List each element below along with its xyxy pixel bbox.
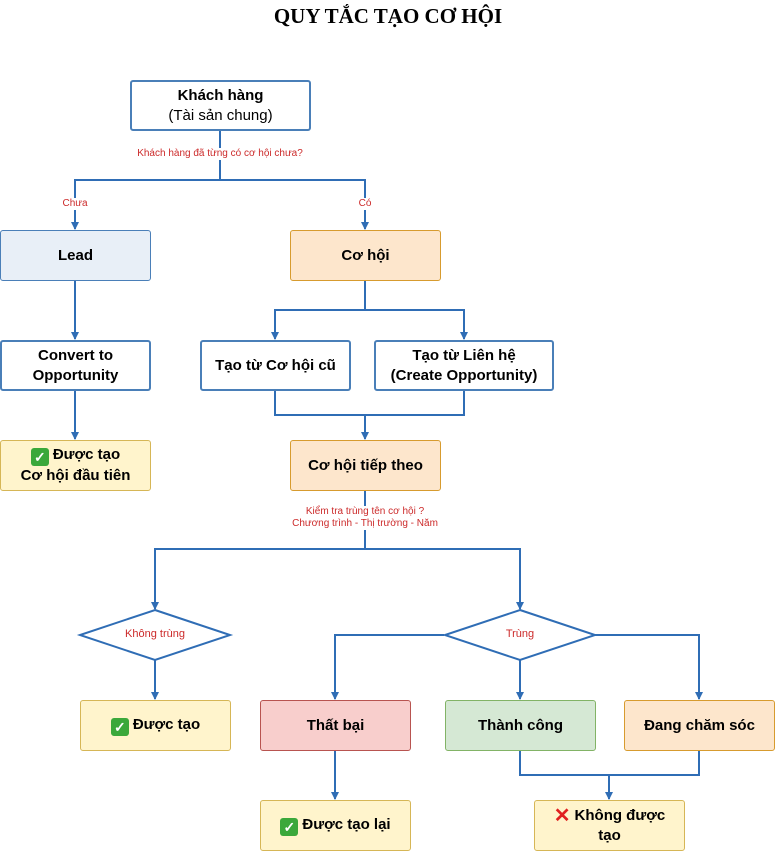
decision-label-not-duplicate: Không trùng	[125, 628, 185, 640]
node-not-created: ✕Không được tạo	[534, 800, 685, 851]
edge-to-lead	[71, 179, 220, 230]
node-first-created-line1: Được tạo	[52, 446, 121, 463]
edge-merge-right	[365, 391, 465, 416]
decision-not-duplicate	[76, 608, 234, 662]
node-failed: Thất bại	[260, 700, 411, 751]
node-created-label: Được tạo	[132, 716, 201, 733]
edge-opp-split-right	[365, 309, 468, 340]
check-mark-icon: ✓	[280, 818, 299, 836]
edge-dup-care	[595, 634, 703, 700]
node-in-care: Đang chăm sóc	[624, 700, 775, 751]
edge-merge-left	[274, 391, 365, 416]
node-customer-subtitle: (Tài sản chung)	[168, 106, 273, 124]
node-not-created-line2: tạo	[598, 826, 621, 844]
node-from-contact-line2: (Create Opportunity)	[390, 366, 538, 384]
edge-label-check-line2: Chương trình - Thị trường - Năm	[292, 518, 438, 529]
node-recreated-label: Được tạo lại	[302, 816, 391, 833]
node-first-created-line2: Cơ hội đầu tiên	[20, 467, 131, 484]
node-created: ✓Được tạo	[80, 700, 231, 751]
edge-label-check-line1: Kiểm tra trùng tên cơ hội ?	[305, 506, 425, 517]
node-convert-line1: Convert to	[38, 346, 113, 364]
node-recreated: ✓Được tạo lại	[260, 800, 411, 851]
node-from-contact: Tạo từ Liên hệ (Create Opportunity)	[374, 340, 554, 391]
node-convert: Convert to Opportunity	[0, 340, 151, 391]
node-customer-title: Khách hàng	[177, 86, 264, 104]
edge-dup-failed	[331, 634, 444, 700]
node-lead: Lead	[0, 230, 151, 281]
edge-to-opportunity	[220, 179, 369, 230]
edge-care-merge	[609, 751, 700, 776]
node-from-contact-line1: Tạo từ Liên hệ	[412, 346, 516, 364]
edge-label-check: Kiểm tra trùng tên cơ hội ? Chương trình…	[270, 506, 460, 530]
check-mark-icon: ✓	[30, 448, 49, 466]
decision-duplicate	[441, 608, 599, 662]
decision-label-duplicate: Trùng	[505, 628, 535, 640]
node-opportunity: Cơ hội	[290, 230, 441, 281]
edge-label-question: Khách hàng đã từng có cơ hội chưa?	[120, 148, 320, 160]
diagram-title: QUY TẮC TẠO CƠ HỘI	[273, 4, 503, 28]
cross-mark-icon: ✕	[553, 804, 571, 827]
edge-label-yes: Có	[352, 198, 378, 210]
node-first-created: ✓Được tạo Cơ hội đầu tiên	[0, 440, 151, 491]
edge-to-dup	[365, 548, 524, 610]
node-success: Thành công	[445, 700, 596, 751]
node-next-opportunity: Cơ hội tiếp theo	[290, 440, 441, 491]
edge-success-merge	[519, 751, 609, 776]
node-customer: Khách hàng (Tài sản chung)	[130, 80, 311, 131]
node-from-old: Tạo từ Cơ hội cũ	[200, 340, 351, 391]
node-convert-line2: Opportunity	[32, 366, 119, 384]
edge-to-not-dup	[151, 548, 365, 610]
check-mark-icon: ✓	[110, 718, 129, 736]
node-not-created-line1: Không được	[574, 806, 666, 824]
edge-opp-split	[271, 281, 366, 340]
edge-label-no: Chưa	[57, 198, 93, 210]
